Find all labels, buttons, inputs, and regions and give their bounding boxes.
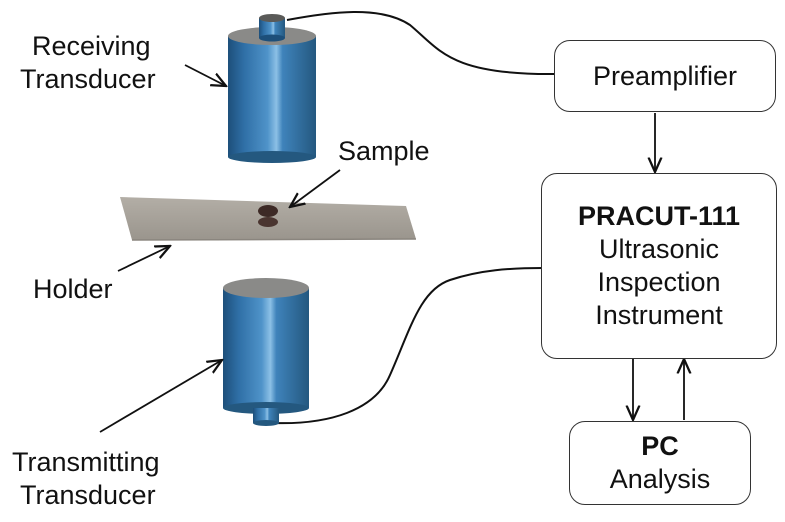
wire-transmitting-to-instrument [271, 267, 544, 425]
preamplifier-label: Preamplifier [592, 60, 738, 91]
receiving-label-line2: Transducer [20, 64, 156, 94]
holder-label: Holder [33, 274, 113, 304]
instrument-line2: Inspection [597, 267, 721, 297]
sample-label: Sample [338, 136, 430, 166]
receiving-label-line1: Receiving [32, 31, 151, 61]
instrument-line1: Ultrasonic [598, 234, 720, 264]
instrument-box: PRACUT-111 Ultrasonic Inspection Instrum… [541, 173, 777, 359]
preamplifier-box: Preamplifier [554, 40, 776, 112]
instrument-line3: Instrument [595, 300, 723, 330]
transmitting-transducer [223, 278, 309, 426]
sample [258, 205, 278, 227]
holder-pointer-arrow [117, 246, 170, 272]
transmitting-label-line1: Transmitting [12, 447, 160, 477]
pc-title: PC [641, 431, 679, 461]
instrument-title: PRACUT-111 [577, 201, 741, 231]
receiving-transducer [228, 14, 316, 163]
pc-box: PC Analysis [569, 421, 751, 505]
receiving-transducer-label: Receiving Transducer [20, 30, 156, 96]
transmitting-pointer-arrow [99, 360, 222, 433]
transmitting-transducer-label: Transmitting Transducer [12, 446, 160, 512]
sample-pointer-arrow [290, 169, 341, 207]
pc-subtitle: Analysis [609, 464, 711, 494]
receiving-pointer-arrow [184, 64, 226, 86]
transmitting-label-line2: Transducer [20, 480, 156, 510]
wire-receiving-to-preamp [286, 11, 556, 76]
